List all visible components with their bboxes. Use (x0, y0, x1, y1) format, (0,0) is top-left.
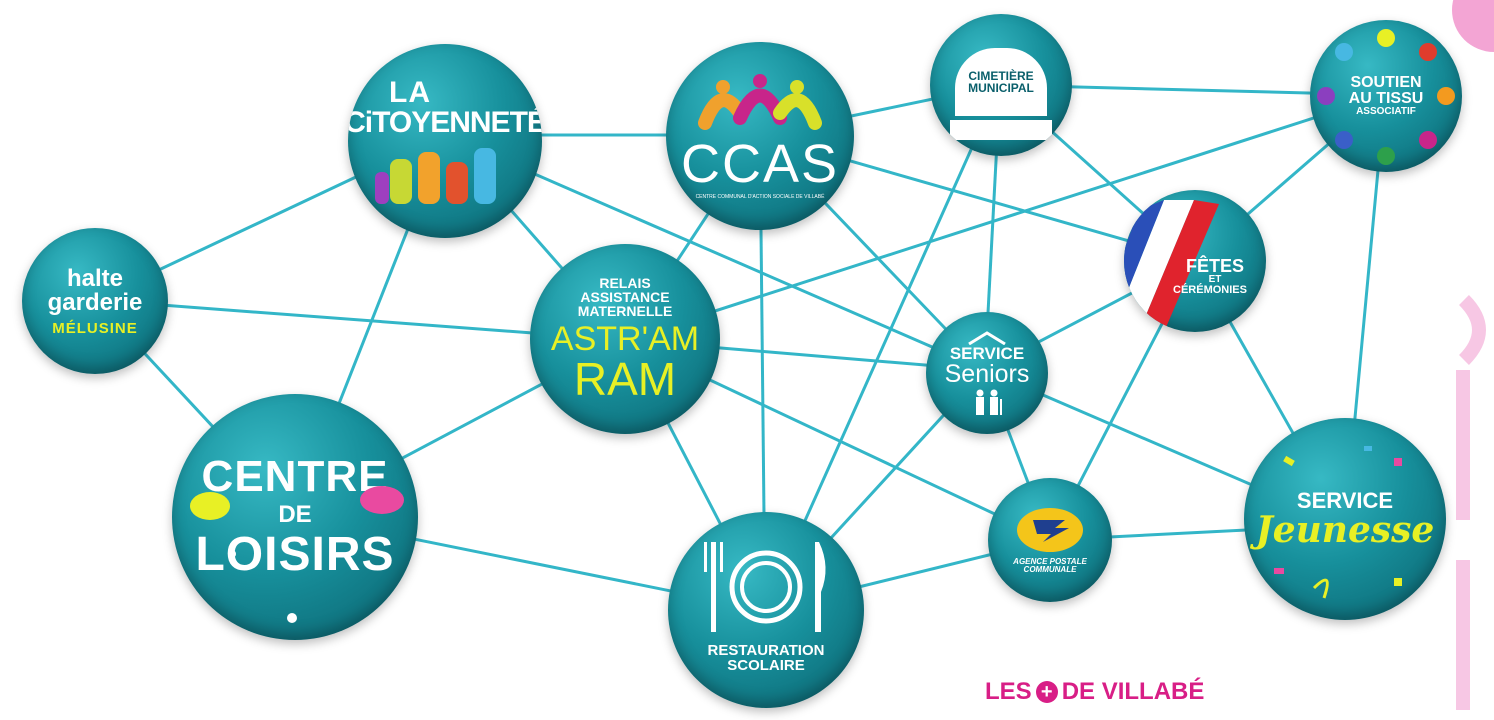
ram-line4: ASTR'AM (550, 320, 700, 358)
ccas-title: CCAS (680, 133, 840, 194)
soutien-line1: SOUTIEN (1350, 74, 1422, 91)
people-icon (698, 73, 822, 130)
node-poste[interactable]: AGENCE POSTALE COMMUNALE (988, 478, 1112, 602)
ccas-subtitle: CENTRE COMMUNAL D'ACTION SOCIALE DE VILL… (695, 193, 825, 200)
cimetiere-line2: MUNICIPAL (968, 81, 1034, 95)
tombstone-base (950, 120, 1052, 140)
citoyennete-line1: LA (389, 76, 431, 109)
soutien-line3: ASSOCIATIF (1356, 106, 1416, 117)
fetes-line1: FÊTES (1185, 255, 1244, 276)
plus-icon: + (1035, 681, 1058, 703)
fetes-line3: CÉRÉMONIES (1173, 283, 1247, 296)
cimetiere-line1: CIMETIÈRE (968, 69, 1034, 83)
fetes-line2: ET (1208, 273, 1222, 285)
flag-ribbon-icon (1124, 200, 1219, 332)
painted-hands-icon (190, 486, 404, 623)
soutien-line2: AU TISSU (1348, 90, 1424, 107)
seniors-line2: Seniors (944, 360, 1030, 388)
loisirs-line2: DE (278, 501, 312, 528)
node-ccas[interactable]: CCAS CENTRE COMMUNAL D'ACTION SOCIALE DE… (666, 42, 854, 230)
loisirs-line1: CENTRE (201, 452, 389, 501)
seniors-line1: SERVICE (949, 344, 1025, 363)
node-restauration[interactable]: RESTAURATION SCOLAIRE (668, 512, 864, 708)
link (624, 93, 1386, 342)
node-fetes[interactable]: FÊTES ET CÉRÉMONIES (1124, 190, 1266, 332)
ram-line3: MATERNELLE (577, 303, 673, 319)
confetti-icon (1274, 446, 1402, 599)
ram-line2: ASSISTANCE (580, 289, 670, 305)
footer-post: DE VILLABÉ (1061, 678, 1205, 705)
node-cimetiere[interactable]: CIMETIÈRE MUNICIPAL (930, 14, 1072, 156)
circle-people-icon (1317, 29, 1455, 165)
restauration-line2: SCOLAIRE (727, 657, 805, 674)
ram-line5: RAM (573, 353, 677, 405)
jeunesse-line2: Jeunesse (1255, 509, 1435, 551)
poste-line2: COMMUNALE (1023, 565, 1077, 574)
halte-line2: garderie (47, 288, 143, 316)
node-loisirs[interactable]: CENTRE DE LOISIRS (172, 394, 418, 640)
restauration-line1: RESTAURATION (707, 642, 825, 659)
poste-line1: AGENCE POSTALE (1013, 557, 1087, 566)
node-citoyennete[interactable]: LA CiTOYENNETÉ (348, 44, 542, 238)
halte-line3: MÉLUSINE (52, 319, 138, 337)
la-poste-logo-icon (1017, 508, 1083, 552)
node-seniors[interactable]: SERVICE Seniors (926, 312, 1048, 434)
halte-line1: halte (66, 264, 123, 292)
elderly-couple-icon (976, 389, 1002, 415)
node-ram[interactable]: RELAIS ASSISTANCE MATERNELLE ASTR'AM RAM (530, 244, 720, 434)
plate-cutlery-icon (704, 542, 826, 632)
pink-decoration (1452, 0, 1494, 710)
ram-line1: RELAIS (599, 275, 651, 291)
node-jeunesse[interactable]: SERVICE Jeunesse (1244, 418, 1446, 620)
house-roof-icon (968, 331, 1006, 345)
footer-pre: LES (985, 678, 1032, 705)
node-soutien[interactable]: SOUTIEN AU TISSU ASSOCIATIF (1310, 20, 1462, 172)
node-halte[interactable]: halte garderie MÉLUSINE (22, 228, 168, 374)
citoyennete-line2: CiTOYENNETÉ (348, 106, 542, 139)
hands-icon (375, 148, 496, 204)
jeunesse-line1: SERVICE (1296, 488, 1394, 513)
footer-title: LES + DE VILLABÉ (985, 678, 1204, 706)
tombstone-icon: CIMETIÈRE MUNICIPAL (955, 48, 1047, 116)
